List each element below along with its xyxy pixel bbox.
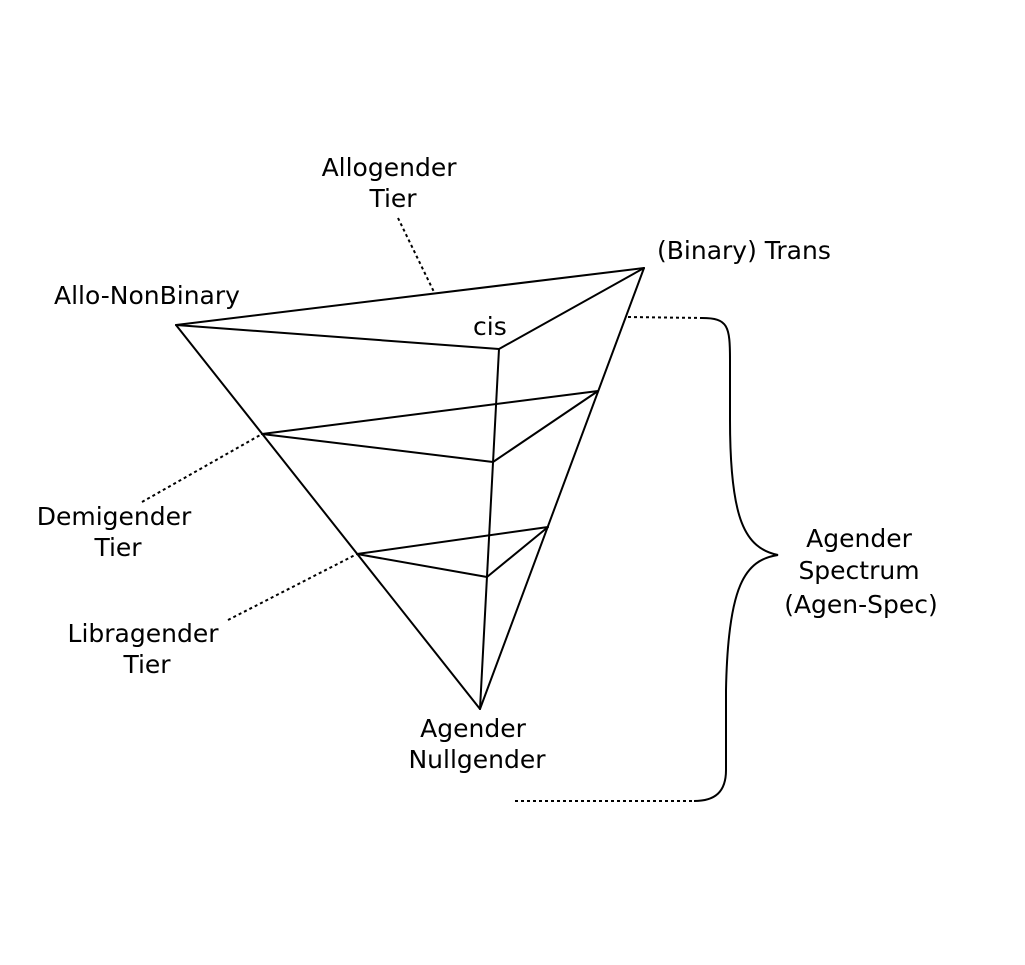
allogender-leader <box>397 217 435 293</box>
brace-top-dotted <box>627 316 703 319</box>
leader-lines <box>141 217 435 621</box>
edge-left-slope <box>175 324 481 710</box>
allogender-tier-label: Allogender Tier <box>322 153 465 213</box>
demi-back-edge <box>261 390 599 435</box>
libragender-section <box>356 526 549 578</box>
agender-nullgender-label: Agender Nullgender <box>408 714 546 774</box>
pyramid-edges <box>175 267 645 710</box>
binary-trans-label: (Binary) Trans <box>657 236 831 265</box>
cis-label: cis <box>473 312 507 341</box>
demigender-tier-line-2: Tier <box>93 533 142 562</box>
demi-right-edge <box>492 390 599 463</box>
allogender-tier-line-2: Tier <box>368 184 417 213</box>
edge-top-left <box>175 324 500 350</box>
demigender-section <box>261 390 599 463</box>
edge-center-slope <box>479 348 500 710</box>
agender-nullgender-line-2: Nullgender <box>408 745 546 774</box>
libra-left-edge <box>356 553 488 578</box>
libragender-tier-line-2: Tier <box>122 650 171 679</box>
libragender-leader <box>227 553 358 621</box>
agender-spectrum-brace <box>515 316 779 802</box>
libragender-tier-label: Libragender Tier <box>68 619 227 679</box>
agender-nullgender-line-1: Agender <box>420 714 526 743</box>
agender-spectrum-line-1: Agender <box>806 524 912 553</box>
libragender-tier-line-1: Libragender <box>68 619 220 648</box>
edge-right-slope <box>479 267 645 710</box>
libra-right-edge <box>486 526 549 578</box>
agender-spectrum-line-2: Spectrum <box>798 556 919 585</box>
edge-top-back <box>175 267 645 326</box>
agender-spectrum-line-3: (Agen-Spec) <box>784 590 938 619</box>
allo-nonbinary-label: Allo-NonBinary <box>54 281 240 310</box>
agender-spectrum-label: Agender Spectrum (Agen-Spec) <box>784 524 938 619</box>
libra-back-edge <box>356 526 549 555</box>
demigender-tier-line-1: Demigender <box>37 502 192 531</box>
demigender-tier-label: Demigender Tier <box>37 502 200 562</box>
allogender-tier-line-1: Allogender <box>322 153 458 182</box>
demi-left-edge <box>261 433 494 463</box>
curly-brace <box>693 317 779 802</box>
edge-top-right <box>498 267 645 350</box>
demigender-leader <box>141 433 263 503</box>
